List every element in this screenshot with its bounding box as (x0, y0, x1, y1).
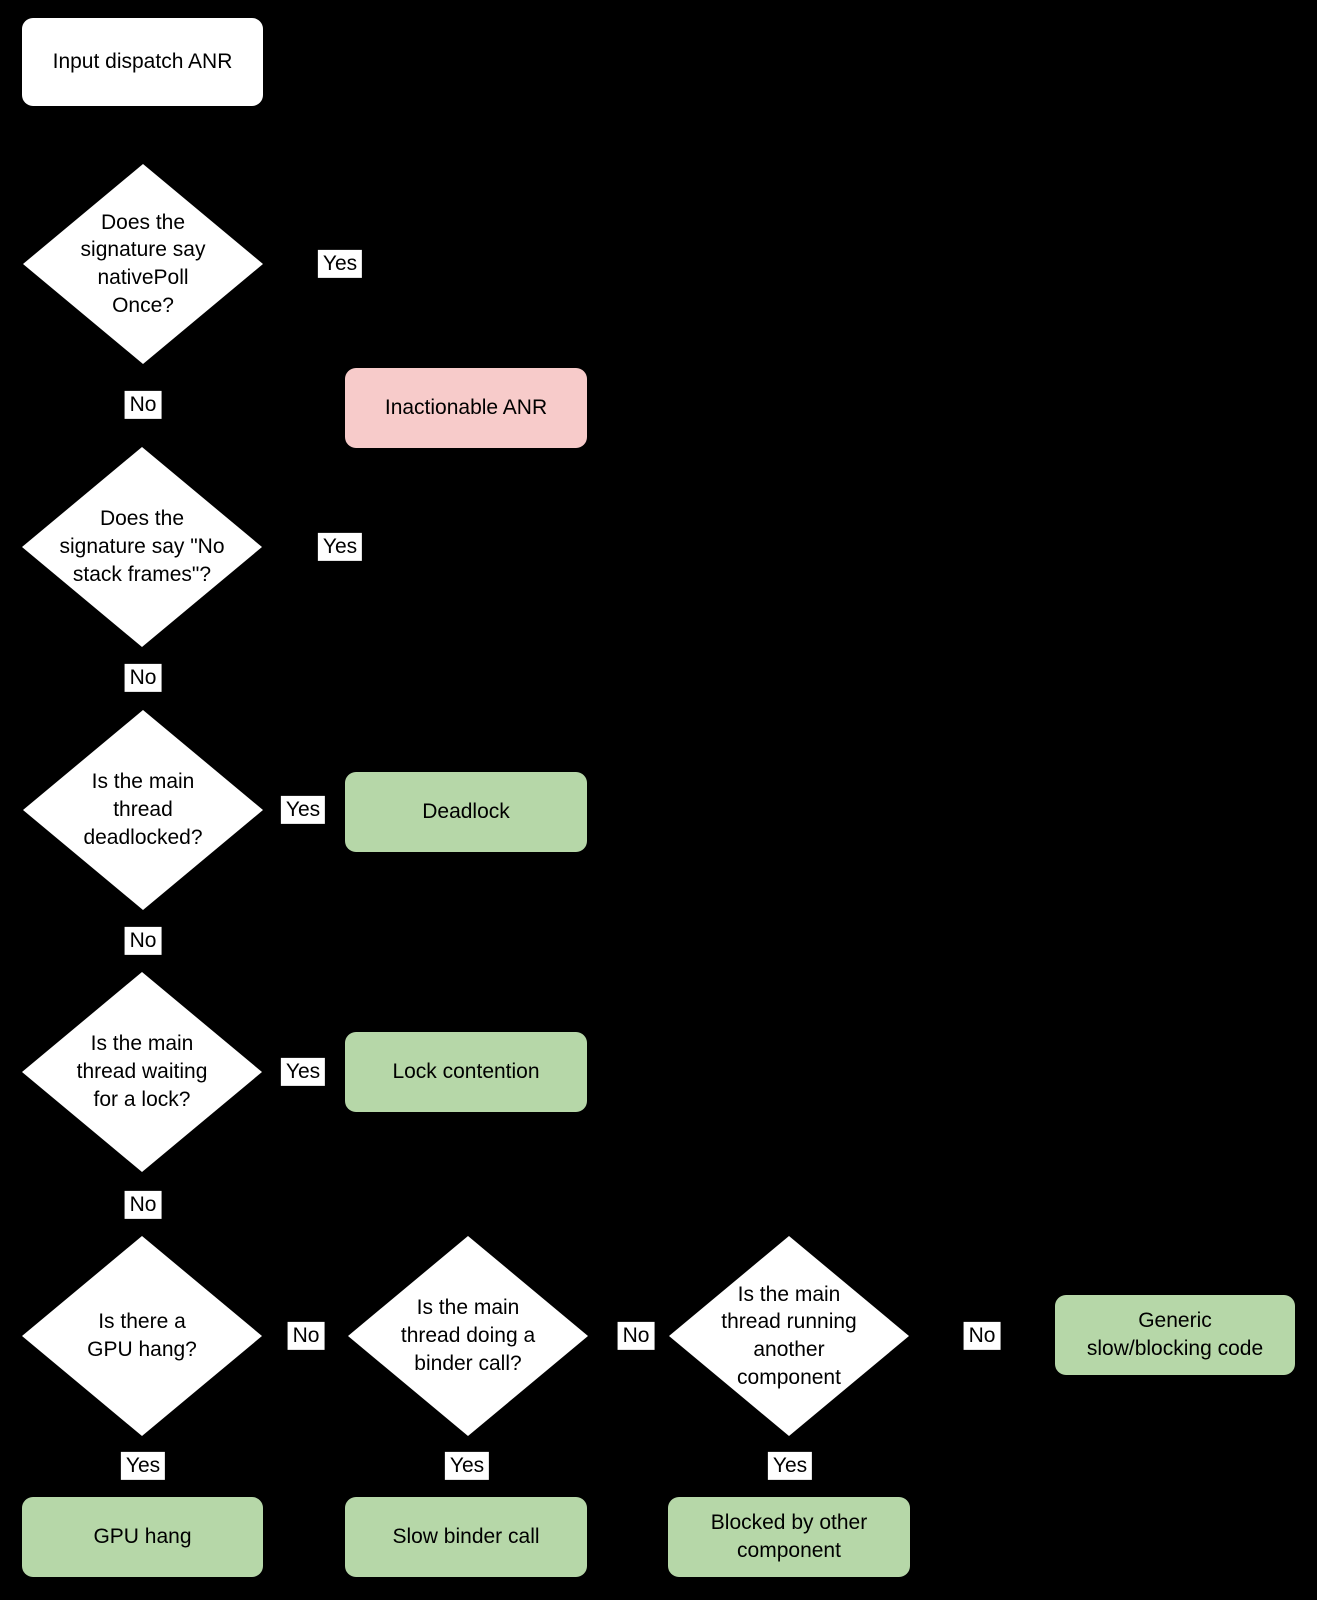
decision-no-stack-frames: Does the signature say "No stack frames"… (22, 447, 262, 647)
edge-label-yes-gpu-hang: Yes (120, 1451, 166, 1481)
edge-label-yes-deadlocked: Yes (280, 795, 326, 825)
edge-label-no-deadlocked: No (124, 926, 162, 956)
terminal-slow-binder-call: Slow binder call (345, 1497, 587, 1577)
edge-label-no-another-component: No (963, 1321, 1001, 1351)
decision-main-thread-waiting-lock: Is the main thread waiting for a lock? (22, 972, 262, 1172)
edge-label-yes-no-stack-frames: Yes (317, 532, 363, 562)
start-node-input-dispatch-anr: Input dispatch ANR (22, 18, 263, 106)
terminal-blocked-by-other-component: Blocked by other component (668, 1497, 910, 1577)
edge-label-no-binder-call: No (617, 1321, 655, 1351)
terminal-lock-contention: Lock contention (345, 1032, 587, 1112)
terminal-generic-slow-blocking-code: Generic slow/blocking code (1055, 1295, 1295, 1375)
decision-running-another-component: Is the main thread running another compo… (669, 1236, 909, 1436)
decision-binder-call: Is the main thread doing a binder call? (348, 1236, 588, 1436)
edge-label-no-no-stack-frames: No (124, 663, 162, 693)
edge-label-yes-native-poll: Yes (317, 249, 363, 279)
decision-main-thread-deadlocked: Is the main thread deadlocked? (23, 710, 263, 910)
terminal-inactionable-anr: Inactionable ANR (345, 368, 587, 448)
edge-label-no-waiting-lock: No (124, 1190, 162, 1220)
edge-label-yes-waiting-lock: Yes (280, 1057, 326, 1087)
decision-gpu-hang: Is there a GPU hang? (22, 1236, 262, 1436)
terminal-deadlock: Deadlock (345, 772, 587, 852)
edge-label-yes-binder-call: Yes (444, 1451, 490, 1481)
terminal-gpu-hang: GPU hang (22, 1497, 263, 1577)
edge-label-no-native-poll: No (124, 390, 162, 420)
decision-native-poll-once: Does the signature say nativePoll Once? (23, 164, 263, 364)
edge-label-yes-another-component: Yes (767, 1451, 813, 1481)
edge-label-no-gpu-hang: No (287, 1321, 325, 1351)
